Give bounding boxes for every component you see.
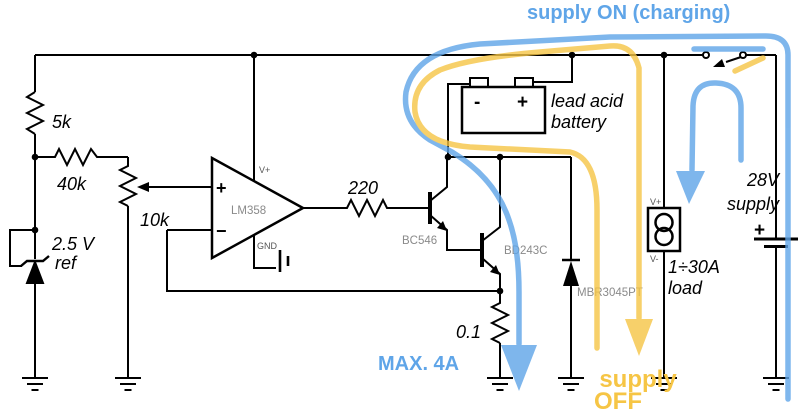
schematic-wires xyxy=(9,51,798,391)
load-vplus-label: V+ xyxy=(650,197,661,207)
annotation-text: supply ON (charging) MAX. 4A supply OFF xyxy=(378,2,730,411)
r-top-label: 5k xyxy=(52,112,72,132)
yellow-discharge-arrowhead xyxy=(625,319,653,356)
q1-collector xyxy=(429,157,448,202)
opamp-minus-input: − xyxy=(216,221,227,241)
supply-plus-sign: + xyxy=(754,220,765,241)
diode-triangle xyxy=(563,261,579,286)
junction-dots xyxy=(31,51,668,295)
ground-symbol-supply xyxy=(763,377,789,391)
ground-symbol-ref xyxy=(22,377,48,391)
resistor-0r1 xyxy=(489,291,511,344)
ground-symbol-load xyxy=(651,377,677,391)
battery-minus-sign: - xyxy=(474,92,480,113)
blue-load-arrowhead xyxy=(676,171,705,204)
q2-collector xyxy=(481,157,501,242)
q2-emitter-arrow xyxy=(490,265,500,275)
opamp-plus-input: + xyxy=(216,178,227,198)
r-mid-label: 40k xyxy=(57,174,87,194)
resistor-220 xyxy=(303,197,428,219)
battery-terminal-plus xyxy=(514,77,534,88)
ground-symbol-sense xyxy=(487,377,513,391)
opamp-vplus-label: V+ xyxy=(259,165,270,175)
switch-lever xyxy=(725,56,742,63)
ref-feedback-loop xyxy=(9,229,35,267)
pot-label: 10k xyxy=(140,210,170,230)
opamp-gnd-label: GND xyxy=(257,241,278,251)
ground-symbol-diode xyxy=(558,377,584,391)
opamp-gnd-pin xyxy=(253,235,276,269)
supply-name-line2: supply xyxy=(727,194,780,214)
supply-on-label: supply ON (charging) xyxy=(527,2,730,24)
resistor-40k xyxy=(35,146,128,168)
max-current-label: MAX. 4A xyxy=(378,353,459,375)
battery-name-line2: battery xyxy=(551,112,607,132)
supply-off-label-line2: OFF xyxy=(594,388,642,411)
r-base-label: 220 xyxy=(347,178,378,198)
pot-wiper-arrow xyxy=(137,182,149,192)
battery-terminal-minus xyxy=(469,77,489,88)
q1-label: BC546 xyxy=(402,235,437,247)
switch-contact-right xyxy=(739,51,747,59)
blue-load-loop xyxy=(689,80,744,173)
load-source-circle-bottom xyxy=(654,226,674,247)
battery-plus-wire xyxy=(533,55,573,83)
r-sense-label: 0.1 xyxy=(456,322,481,342)
load-source-circle-top xyxy=(654,212,674,233)
q2-emitter xyxy=(481,257,501,291)
diode-label: MBR3045PT xyxy=(577,287,643,299)
feedback-wire xyxy=(166,230,500,292)
q1-emitter xyxy=(429,214,480,251)
battery-plus-sign: + xyxy=(517,92,528,113)
load-vminus-label: V- xyxy=(650,254,659,264)
q1-emitter-arrow xyxy=(437,221,447,231)
switch-contact-left xyxy=(702,51,710,59)
battery-box xyxy=(460,85,547,135)
blue-charging-arrowhead xyxy=(501,345,537,391)
opamp-name-label: LM358 xyxy=(231,205,266,217)
opamp-triangle xyxy=(210,155,306,261)
ref-name-label: ref xyxy=(55,253,78,273)
potentiometer-10k xyxy=(117,157,139,207)
load-value-label: 1÷30A xyxy=(668,257,720,277)
flow-annotations xyxy=(402,33,791,402)
supply-name-line1: 28V xyxy=(746,170,781,190)
schematic-labels: 5k 40k 10k 2.5 V ref 220 0.1 LM358 V+ GN… xyxy=(51,91,781,342)
yellow-switch-stub xyxy=(732,55,766,74)
blue-charging-path xyxy=(402,33,791,402)
battery-name-line1: lead acid xyxy=(551,91,624,111)
load-name-label: load xyxy=(668,278,703,298)
ref-value-label: 2.5 V xyxy=(51,234,96,254)
ground-symbol-pot xyxy=(115,377,141,391)
ref-zener-triangle xyxy=(25,259,45,284)
battery-minus-wire xyxy=(447,83,471,157)
switch-lever-arrow xyxy=(713,59,725,67)
yellow-discharge-path xyxy=(411,43,642,351)
resistor-5k xyxy=(24,91,46,135)
supply-off-label-line1: supply xyxy=(599,366,677,393)
q2-label: BD243C xyxy=(504,245,547,257)
